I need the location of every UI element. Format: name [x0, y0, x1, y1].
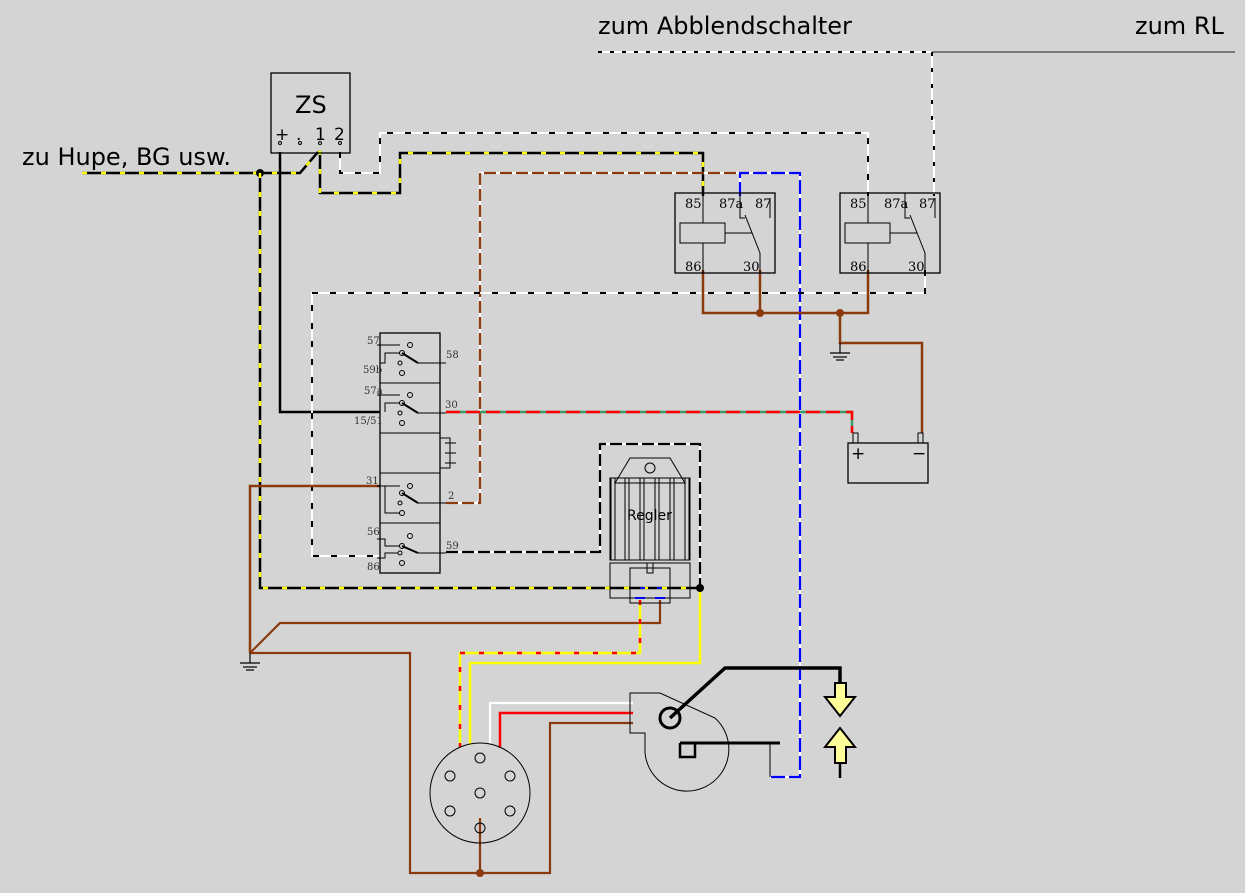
switch-term-86: 86: [367, 562, 380, 573]
relay-1[interactable]: 85 87a 87 86 30: [674, 192, 776, 275]
ground-symbol-relay: [830, 343, 850, 361]
light-switch-block[interactable]: 57 59b 58 57a 15/51 30 31 2 56 86 59: [354, 332, 459, 574]
zs-terminal-2: 2: [334, 125, 345, 145]
wire-ignition-black: [668, 666, 842, 720]
battery[interactable]: + −: [847, 432, 929, 484]
wire-hupe: [82, 151, 319, 175]
relay2-87: 87: [919, 197, 936, 212]
wire-relay-ground-bus: [701, 270, 924, 433]
zs-terminal-dot: .: [296, 125, 301, 145]
battery-plus: +: [851, 444, 865, 464]
relay1-87a: 87a: [719, 197, 744, 212]
switch-term-59: 59: [446, 541, 459, 552]
ignition-coil-unit[interactable]: [629, 692, 780, 792]
wire-hupe-to-regler: [258, 173, 700, 590]
wire-blue: [738, 171, 802, 779]
wire-white-stator: [488, 701, 633, 743]
stator-plate[interactable]: [429, 742, 531, 844]
relay1-85: 85: [685, 197, 702, 212]
ground-symbol-main: [240, 653, 260, 671]
switch-term-59b: 59b: [363, 365, 382, 376]
relay2-86: 86: [850, 260, 867, 275]
wire-zs-plus-to-15-51: [278, 152, 380, 414]
wire-red-stator: [498, 711, 633, 748]
ignition-switch-label: ZS: [295, 91, 327, 119]
relay2-87a: 87a: [884, 197, 909, 212]
regulator-label: Regler: [627, 508, 672, 524]
relay2-85: 85: [850, 197, 867, 212]
zs-terminal-plus: +: [275, 125, 289, 145]
wire-regler-yellow-red: [458, 600, 642, 747]
battery-minus: −: [912, 444, 926, 464]
switch-term-30: 30: [445, 400, 458, 411]
regulator[interactable]: Regler: [609, 457, 691, 604]
arrow-up-icon: [822, 726, 858, 778]
relay1-86: 86: [685, 260, 702, 275]
switch-term-56: 56: [367, 527, 380, 538]
label-hupe: zu Hupe, BG usw.: [22, 143, 231, 171]
relay1-87: 87: [755, 197, 772, 212]
switch-term-58: 58: [446, 350, 459, 361]
wire-30-to-battery-plus: [446, 410, 854, 433]
switch-term-2: 2: [448, 491, 454, 502]
label-abblendschalter: zum Abblendschalter: [598, 12, 852, 40]
relay1-30: 30: [743, 260, 760, 275]
wire-31-to-ground: [248, 484, 662, 877]
wire-regler-yellow: [468, 588, 702, 745]
wire-59-to-regler: [446, 442, 702, 588]
switch-term-15-51: 15/51: [354, 416, 383, 427]
arrow-down-icon: [822, 682, 858, 718]
wire-zs2-to-relay2-85: [339, 132, 869, 196]
switch-term-57: 57: [367, 336, 380, 347]
relay-2[interactable]: 85 87a 87 86 30: [839, 192, 941, 275]
wire-brown-switch2-to-relay1: [446, 171, 780, 505]
ignition-switch[interactable]: ZS + . 1 2: [270, 72, 351, 154]
zs-terminal-1: 1: [315, 125, 326, 145]
switch-term-57a: 57a: [364, 386, 383, 397]
wire-relay2-30-to-switch-86: [311, 270, 926, 557]
label-rl: zum RL: [1135, 12, 1224, 40]
switch-term-31: 31: [366, 476, 379, 487]
wire-rl-to-relay2-87: [931, 52, 935, 196]
junction-node-regler: [696, 584, 704, 592]
wire-zs1-to-relay1-85: [318, 150, 705, 196]
relay2-30: 30: [908, 260, 925, 275]
